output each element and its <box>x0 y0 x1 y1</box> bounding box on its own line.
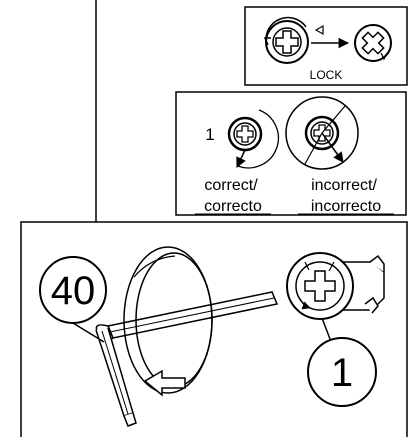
correct-label-en: correct/ <box>204 177 258 194</box>
tool-callout-number: 40 <box>51 269 96 313</box>
cam-fitting-icon <box>287 253 384 319</box>
lock-label: LOCK <box>310 68 343 82</box>
incorrect-label-es: incorrecto <box>311 198 381 215</box>
step-number: 1 <box>205 125 214 144</box>
part-callout-number: 1 <box>331 351 353 395</box>
main-panel: 40 1 <box>21 222 407 437</box>
correct-label-es: correcto <box>204 198 262 215</box>
incorrect-label-en: incorrect/ <box>311 177 377 194</box>
direction-panel: 1 correct/ correcto incorrect/ incorrect… <box>176 92 406 215</box>
cam-locked-icon <box>355 25 391 61</box>
cam-incorrect-icon <box>286 97 358 169</box>
lock-panel: LOCK <box>245 7 407 85</box>
direction-panel-frame <box>176 92 406 215</box>
